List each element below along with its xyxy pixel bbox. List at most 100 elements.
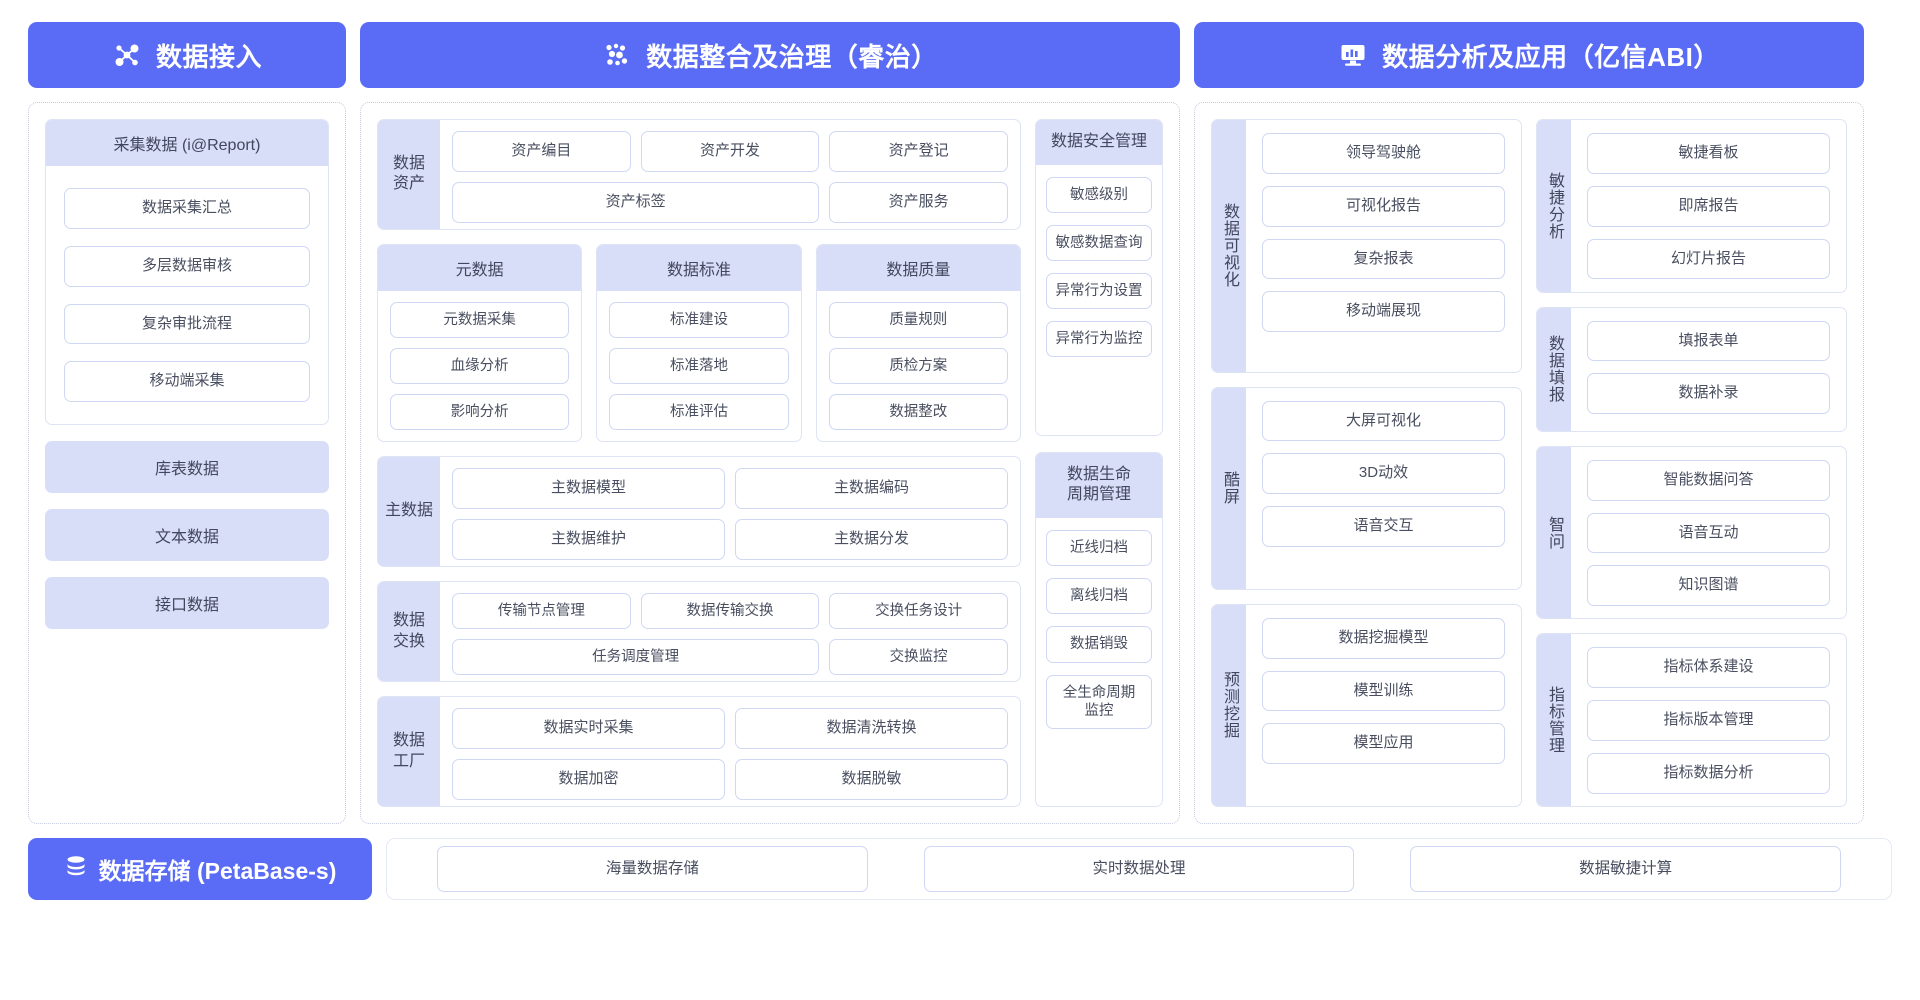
group-data-visualization-label: 数据可视化 <box>1212 120 1246 372</box>
card-data-standard: 数据标准 标准建设 标准落地 标准评估 <box>596 243 802 442</box>
asset-item[interactable]: 资产服务 <box>829 181 1008 223</box>
group-data-exchange: 数据交换 传输节点管理 数据传输交换 交换任务设计 任务调度管理 交换监控 <box>377 580 1021 683</box>
visualization-item[interactable]: 可视化报告 <box>1262 185 1505 227</box>
group-master-data-label: 主数据 <box>378 457 440 566</box>
header-data-analytics[interactable]: 数据分析及应用（亿信ABI） <box>1194 22 1864 88</box>
header-data-governance[interactable]: 数据整合及治理（睿治） <box>360 22 1180 88</box>
security-item[interactable]: 异常行为设置 <box>1046 273 1152 310</box>
storage-title: 数据存储 (PetaBase-s) <box>98 858 337 884</box>
smart-qa-item[interactable]: 智能数据问答 <box>1587 459 1830 501</box>
metadata-item[interactable]: 血缘分析 <box>390 347 570 384</box>
storage-item[interactable]: 海量数据存储 <box>437 846 868 892</box>
source-item-db-table[interactable]: 库表数据 <box>45 441 329 493</box>
agile-item[interactable]: 即席报告 <box>1587 185 1830 227</box>
cool-screen-item[interactable]: 语音交互 <box>1262 506 1505 547</box>
master-item[interactable]: 主数据维护 <box>452 518 725 560</box>
group-data-asset: 数据资产 资产编目 资产开发 资产登记 资产标签 资产服务 <box>377 119 1021 230</box>
cool-screen-item[interactable]: 大屏可视化 <box>1262 400 1505 442</box>
entry-item[interactable]: 填报表单 <box>1587 320 1830 362</box>
security-item[interactable]: 异常行为监控 <box>1046 321 1152 358</box>
entry-item[interactable]: 数据补录 <box>1587 373 1830 414</box>
header-data-access[interactable]: 数据接入 <box>28 22 346 88</box>
master-item[interactable]: 主数据分发 <box>735 518 1008 560</box>
standard-item[interactable]: 标准建设 <box>609 301 789 338</box>
visualization-item[interactable]: 领导驾驶舱 <box>1262 133 1505 174</box>
standard-item[interactable]: 标准评估 <box>609 393 789 430</box>
visualization-item[interactable]: 移动端展现 <box>1262 291 1505 332</box>
mining-item[interactable]: 模型应用 <box>1262 723 1505 765</box>
indicator-item[interactable]: 指标数据分析 <box>1587 752 1830 794</box>
asset-item[interactable]: 资产标签 <box>452 181 820 223</box>
indicator-item[interactable]: 指标版本管理 <box>1587 700 1830 741</box>
asset-item[interactable]: 资产编目 <box>452 131 631 172</box>
collect-item[interactable]: 多层数据审核 <box>64 245 310 287</box>
collect-item[interactable]: 数据采集汇总 <box>64 188 310 229</box>
mining-item[interactable]: 数据挖掘模型 <box>1262 617 1505 659</box>
card-data-lifecycle: 数据生命周期管理 近线归档 离线归档 数据销毁 全生命周期监控 <box>1035 451 1163 808</box>
security-item[interactable]: 敏感级别 <box>1046 176 1152 213</box>
lifecycle-item[interactable]: 离线归档 <box>1046 578 1152 615</box>
quality-item[interactable]: 质量规则 <box>828 301 1008 338</box>
exchange-item[interactable]: 数据传输交换 <box>640 592 820 629</box>
main-columns: 采集数据 (i@Report) 数据采集汇总 多层数据审核 复杂审批流程 移动端… <box>28 102 1892 824</box>
governance-main-area: 数据资产 资产编目 资产开发 资产登记 资产标签 资产服务 元数据 元数据采集 <box>377 119 1021 808</box>
agile-item[interactable]: 敏捷看板 <box>1587 133 1830 174</box>
asset-item[interactable]: 资产登记 <box>829 131 1008 172</box>
group-data-entry: 数据填报 填报表单 数据补录 <box>1536 306 1847 432</box>
visualization-item[interactable]: 复杂报表 <box>1262 238 1505 280</box>
source-item-text[interactable]: 文本数据 <box>45 509 329 561</box>
security-item[interactable]: 敏感数据查询 <box>1046 224 1152 262</box>
group-data-visualization: 数据可视化 领导驾驶舱 可视化报告 复杂报表 移动端展现 <box>1211 119 1522 373</box>
factory-item[interactable]: 数据脱敏 <box>735 759 1008 800</box>
smart-qa-item[interactable]: 知识图谱 <box>1587 565 1830 607</box>
source-item-api[interactable]: 接口数据 <box>45 577 329 629</box>
metadata-item[interactable]: 影响分析 <box>390 393 570 430</box>
standard-item[interactable]: 标准落地 <box>609 347 789 384</box>
lifecycle-item[interactable]: 全生命周期监控 <box>1046 674 1152 729</box>
storage-item[interactable]: 数据敏捷计算 <box>1410 846 1842 892</box>
exchange-item[interactable]: 交换监控 <box>829 638 1008 675</box>
exchange-item[interactable]: 任务调度管理 <box>452 638 820 675</box>
factory-item[interactable]: 数据实时采集 <box>452 708 725 750</box>
exchange-item[interactable]: 交换任务设计 <box>829 592 1008 629</box>
factory-item[interactable]: 数据清洗转换 <box>735 708 1008 750</box>
cool-screen-item[interactable]: 3D动效 <box>1262 453 1505 495</box>
group-smart-qa-label: 智问 <box>1537 446 1571 619</box>
group-indicator-management: 指标管理 指标体系建设 指标版本管理 指标数据分析 <box>1536 633 1847 807</box>
governance-trio: 元数据 元数据采集 血缘分析 影响分析 数据标准 标准建设 标准落地 标准评估 <box>377 243 1021 442</box>
factory-item[interactable]: 数据加密 <box>452 759 725 800</box>
card-data-security-title: 数据安全管理 <box>1036 120 1162 165</box>
monitor-chart-icon <box>1338 40 1368 70</box>
storage-items: 海量数据存储 实时数据处理 数据敏捷计算 <box>386 838 1892 900</box>
master-item[interactable]: 主数据编码 <box>735 468 1008 509</box>
collect-item[interactable]: 复杂审批流程 <box>64 303 310 345</box>
group-indicator-management-label: 指标管理 <box>1537 634 1571 806</box>
group-master-data: 主数据 主数据模型 主数据编码 主数据维护 主数据分发 <box>377 456 1021 567</box>
column-data-access: 采集数据 (i@Report) 数据采集汇总 多层数据审核 复杂审批流程 移动端… <box>28 102 346 824</box>
agile-item[interactable]: 幻灯片报告 <box>1587 238 1830 280</box>
collect-data-card: 采集数据 (i@Report) 数据采集汇总 多层数据审核 复杂审批流程 移动端… <box>45 119 329 425</box>
header-data-analytics-label: 数据分析及应用（亿信ABI） <box>1382 41 1720 72</box>
quality-item[interactable]: 数据整改 <box>828 393 1008 430</box>
lifecycle-item[interactable]: 近线归档 <box>1046 530 1152 567</box>
header-data-access-label: 数据接入 <box>155 41 262 72</box>
analytics-left-stack: 数据可视化 领导驾驶舱 可视化报告 复杂报表 移动端展现 酷屏 大屏可视化 3D… <box>1211 119 1522 807</box>
mining-item[interactable]: 模型训练 <box>1262 670 1505 712</box>
group-data-factory: 数据工厂 数据实时采集 数据清洗转换 数据加密 数据脱敏 <box>377 696 1021 808</box>
card-data-lifecycle-title: 数据生命周期管理 <box>1036 452 1162 519</box>
collect-item[interactable]: 移动端采集 <box>64 361 310 402</box>
lifecycle-item[interactable]: 数据销毁 <box>1046 626 1152 663</box>
master-item[interactable]: 主数据模型 <box>452 468 725 509</box>
asset-item[interactable]: 资产开发 <box>640 131 820 172</box>
smart-qa-item[interactable]: 语音互动 <box>1587 512 1830 554</box>
storage-header[interactable]: 数据存储 (PetaBase-s) <box>28 838 372 900</box>
group-predictive-mining: 预测挖掘 数据挖掘模型 模型训练 模型应用 <box>1211 603 1522 807</box>
indicator-item[interactable]: 指标体系建设 <box>1587 647 1830 689</box>
exchange-item[interactable]: 传输节点管理 <box>452 592 631 629</box>
metadata-item[interactable]: 元数据采集 <box>390 301 570 338</box>
storage-item[interactable]: 实时数据处理 <box>923 846 1355 892</box>
group-smart-qa: 智问 智能数据问答 语音互动 知识图谱 <box>1536 445 1847 620</box>
collect-data-title: 采集数据 (i@Report) <box>46 120 328 166</box>
quality-item[interactable]: 质检方案 <box>828 347 1008 384</box>
